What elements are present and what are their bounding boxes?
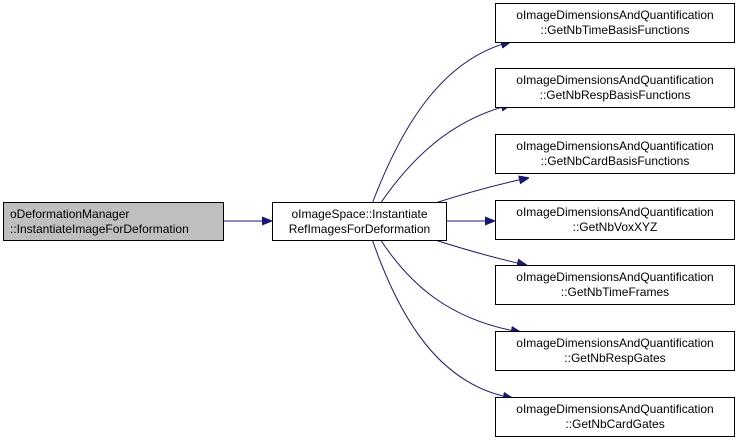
node-label-line1: oImageDimensionsAndQuantification <box>516 205 714 219</box>
node-getnbvoxxyz[interactable]: oImageDimensionsAndQuantification ::GetN… <box>495 200 735 240</box>
node-label-line2: ::GetNbTimeFrames <box>560 285 670 299</box>
node-label-line1: oImageDimensionsAndQuantification <box>516 73 714 87</box>
node-label-line2: ::GetNbVoxXYZ <box>572 220 658 234</box>
node-label-line2: ::GetNbRespGates <box>564 351 666 365</box>
node-label-line1: oImageDimensionsAndQuantification <box>516 139 714 153</box>
edge-hub-to-leaf-5 <box>379 238 520 332</box>
node-label-line1: oImageDimensionsAndQuantification <box>516 336 714 350</box>
node-getnbtimebasisfunctions[interactable]: oImageDimensionsAndQuantification ::GetN… <box>495 3 735 43</box>
edge-hub-to-leaf-6 <box>371 238 512 398</box>
node-label-line1: oImageSpace::Instantiate <box>291 206 428 221</box>
node-label-line1: oDeformationManager <box>10 206 130 221</box>
node-label-line1: oImageDimensionsAndQuantification <box>516 270 714 284</box>
node-label-line2: ::GetNbRespBasisFunctions <box>539 88 691 102</box>
node-oimagespace-instantiaterefimagesfordeformation[interactable]: oImageSpace::Instantiate RefImagesForDef… <box>272 202 447 241</box>
node-getnbrespbasisfunctions[interactable]: oImageDimensionsAndQuantification ::GetN… <box>495 68 735 108</box>
edge-hub-to-leaf-0 <box>371 42 510 205</box>
node-label-line2: ::GetNbTimeBasisFunctions <box>540 23 690 37</box>
edge-hub-to-leaf-4 <box>431 238 526 265</box>
node-label-line1: oImageDimensionsAndQuantification <box>516 8 714 22</box>
edge-hub-to-leaf-2 <box>431 178 528 205</box>
node-getnbtimeframes[interactable]: oImageDimensionsAndQuantification ::GetN… <box>495 265 735 305</box>
node-getnbrespgates[interactable]: oImageDimensionsAndQuantification ::GetN… <box>495 331 735 371</box>
node-label-line2: RefImagesForDeformation <box>288 221 431 236</box>
node-getnbcardbasisfunctions[interactable]: oImageDimensionsAndQuantification ::GetN… <box>495 134 735 174</box>
node-label-line2: ::GetNbCardGates <box>565 417 665 431</box>
node-label-line2: ::InstantiateImageForDeformation <box>10 221 189 236</box>
node-label-line1: oImageDimensionsAndQuantification <box>516 402 714 416</box>
node-getnbcardgates[interactable]: oImageDimensionsAndQuantification ::GetN… <box>495 397 735 437</box>
node-label-line2: ::GetNbCardBasisFunctions <box>540 154 690 168</box>
edge-hub-to-leaf-1 <box>379 105 510 205</box>
node-odeformationmanager-instantiateimagefordeformation[interactable]: oDeformationManager ::InstantiateImageFo… <box>3 202 224 241</box>
